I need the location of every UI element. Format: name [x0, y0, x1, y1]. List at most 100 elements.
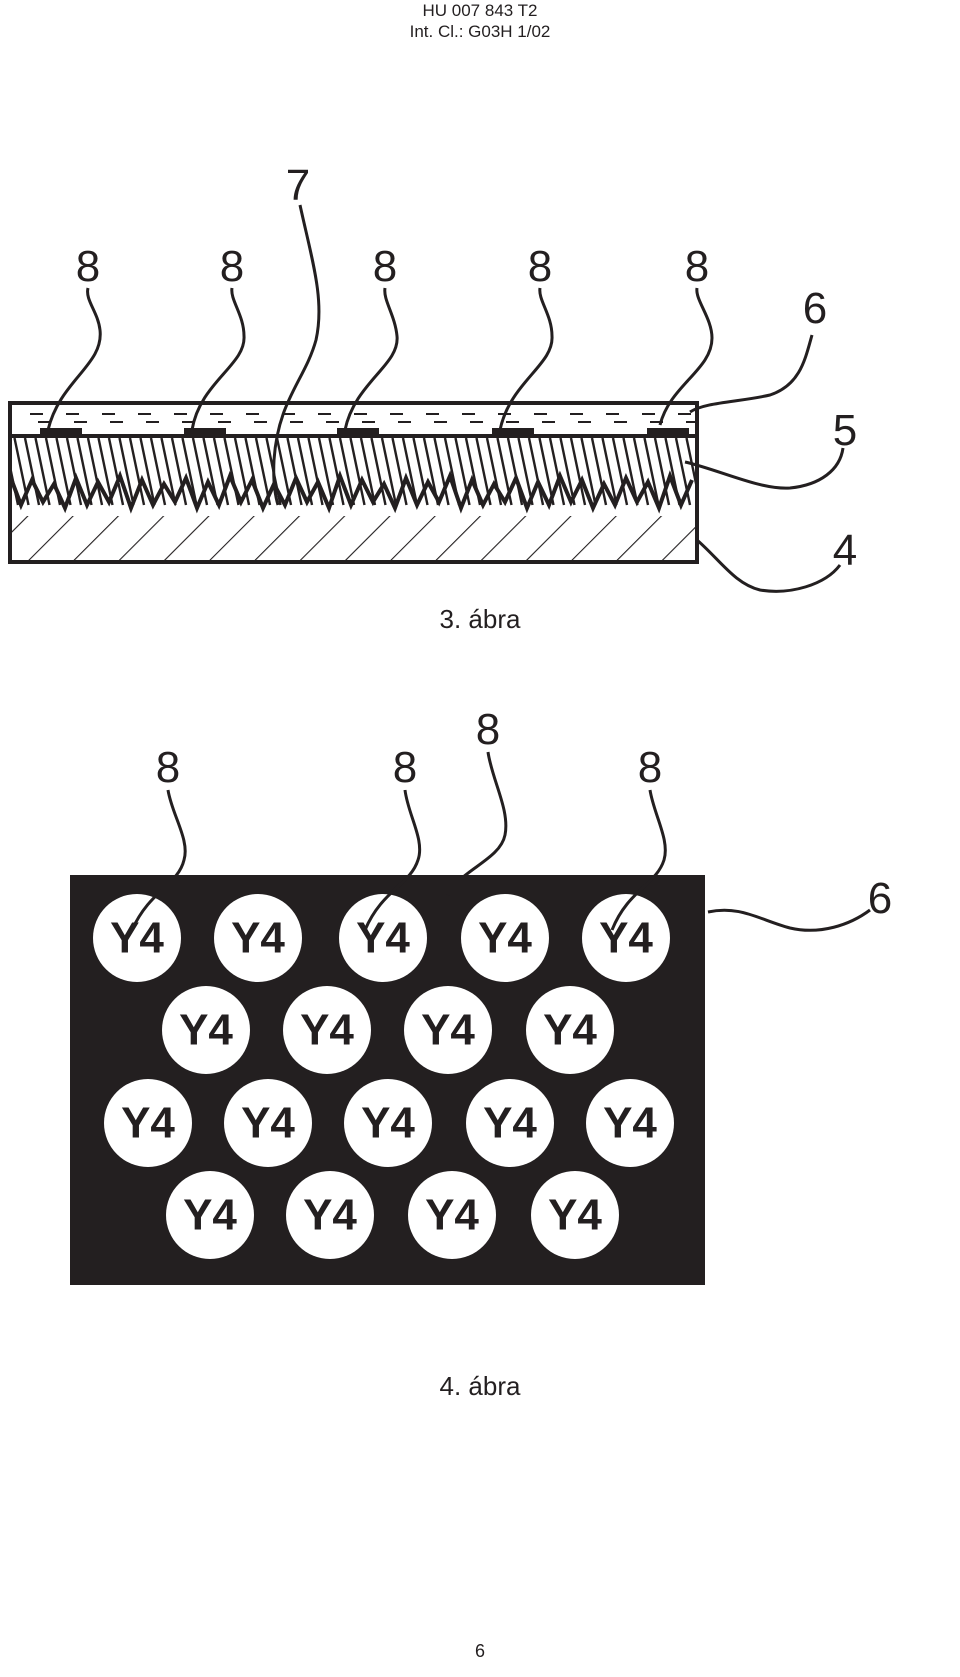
callout-label-8: 8 — [220, 242, 244, 291]
fiber-stroke — [359, 437, 377, 506]
fiber-stroke — [643, 437, 660, 506]
fiber-stroke — [590, 437, 608, 506]
fiber-stroke — [559, 437, 576, 506]
y4-disc: Y4 — [408, 1171, 496, 1259]
y4-disc: Y4 — [283, 986, 371, 1074]
marker-element-8 — [647, 428, 689, 435]
callout-label-6: 6 — [868, 874, 892, 923]
fiber-stroke — [380, 437, 398, 506]
y4-disc: Y4 — [104, 1079, 192, 1167]
fiber-stroke — [433, 437, 450, 506]
page-header: HU 007 843 T2 Int. Cl.: G03H 1/02 — [0, 0, 960, 42]
disc-circle — [461, 894, 549, 982]
disc-label: Y4 — [478, 914, 532, 963]
fiber-stroke — [23, 437, 41, 506]
fiber-stroke — [307, 437, 324, 506]
callout-label-8: 8 — [156, 743, 180, 792]
disc-label: Y4 — [121, 1099, 175, 1148]
disc-label: Y4 — [356, 914, 410, 963]
y4-disc: Y4 — [531, 1171, 619, 1259]
fiber-stroke — [349, 437, 366, 506]
y4-disc: Y4 — [224, 1079, 312, 1167]
disc-circle — [283, 986, 371, 1074]
marker-element-8 — [337, 428, 379, 435]
y4-disc: Y4 — [286, 1171, 374, 1259]
y4-disc: Y4 — [586, 1079, 674, 1167]
fiber-stroke — [632, 437, 650, 506]
callout-label-8: 8 — [76, 242, 100, 291]
disc-circle — [466, 1079, 554, 1167]
disc-label: Y4 — [425, 1191, 479, 1240]
fiber-stroke — [412, 437, 429, 506]
disc-label: Y4 — [241, 1099, 295, 1148]
disc-circle — [344, 1079, 432, 1167]
figure-4-caption: 4. ábra — [439, 1371, 521, 1401]
callout-label-8: 8 — [685, 242, 709, 291]
section-frame — [8, 401, 699, 564]
fiber-stroke — [181, 437, 198, 506]
fiber-stroke — [139, 437, 156, 506]
fiber-stroke — [212, 437, 230, 506]
disc-label: Y4 — [603, 1099, 657, 1148]
marker-element-8 — [492, 428, 534, 435]
fiber-stroke — [65, 437, 83, 506]
fiber-stroke — [653, 437, 671, 506]
callout-label-8: 8 — [373, 242, 397, 291]
disc-circle — [526, 986, 614, 1074]
fiber-stroke — [517, 437, 534, 506]
disc-label: Y4 — [300, 1006, 354, 1055]
fiber-stroke — [695, 438, 697, 444]
disc-label: Y4 — [303, 1191, 357, 1240]
fiber-stroke — [548, 437, 566, 506]
fiber-stroke — [601, 437, 618, 506]
y4-disc: Y4 — [93, 894, 181, 982]
fiber-stroke — [86, 437, 104, 506]
disc-label: Y4 — [179, 1006, 233, 1055]
fiber-stroke — [391, 437, 408, 506]
callout-label-8: 8 — [476, 705, 500, 754]
disc-label: Y4 — [543, 1006, 597, 1055]
fiber-stroke — [97, 437, 114, 506]
disc-circle — [162, 986, 250, 1074]
disc-circle — [286, 1171, 374, 1259]
figure-3-cross-section: 8 8 8 8 8 7 6 5 4 — [8, 161, 857, 593]
fiber-stroke — [76, 437, 93, 506]
disc-label: Y4 — [599, 914, 653, 963]
fiber-stroke — [527, 437, 545, 506]
fiber-stroke — [580, 437, 597, 506]
fiber-stroke — [317, 437, 335, 506]
disc-circle — [408, 1171, 496, 1259]
fiber-stroke — [128, 437, 146, 506]
marker-element-8 — [40, 428, 82, 435]
relief-interface-line — [8, 470, 694, 514]
fiber-stroke — [149, 437, 167, 506]
y4-disc: Y4 — [166, 1171, 254, 1259]
y4-disc: Y4 — [461, 894, 549, 982]
fiber-stroke — [370, 437, 387, 506]
disc-circle — [582, 894, 670, 982]
disc-circle — [586, 1079, 674, 1167]
fiber-stroke — [170, 437, 188, 506]
fiber-stroke — [286, 437, 303, 506]
y4-disc: Y4 — [582, 894, 670, 982]
classification-code: Int. Cl.: G03H 1/02 — [409, 22, 551, 41]
callout-label-8: 8 — [528, 242, 552, 291]
figure-3-caption: 3. ábra — [439, 604, 521, 634]
fiber-stroke — [506, 437, 524, 506]
leader-lines — [46, 204, 845, 593]
disc-label: Y4 — [231, 914, 285, 963]
disc-circle — [339, 894, 427, 982]
disc-circle — [404, 986, 492, 1074]
y4-disc: Y4 — [404, 986, 492, 1074]
leader-line-6 — [707, 908, 871, 932]
relief-layer-5 — [10, 436, 697, 516]
callout-label-8: 8 — [638, 743, 662, 792]
fiber-stroke — [685, 437, 697, 495]
document-number: HU 007 843 T2 — [422, 1, 538, 20]
disc-label: Y4 — [421, 1006, 475, 1055]
fiber-stroke — [160, 437, 177, 506]
disc-circle — [224, 1079, 312, 1167]
fiber-stroke — [118, 437, 135, 506]
callout-label-6: 6 — [803, 284, 827, 333]
disc-label: Y4 — [483, 1099, 537, 1148]
